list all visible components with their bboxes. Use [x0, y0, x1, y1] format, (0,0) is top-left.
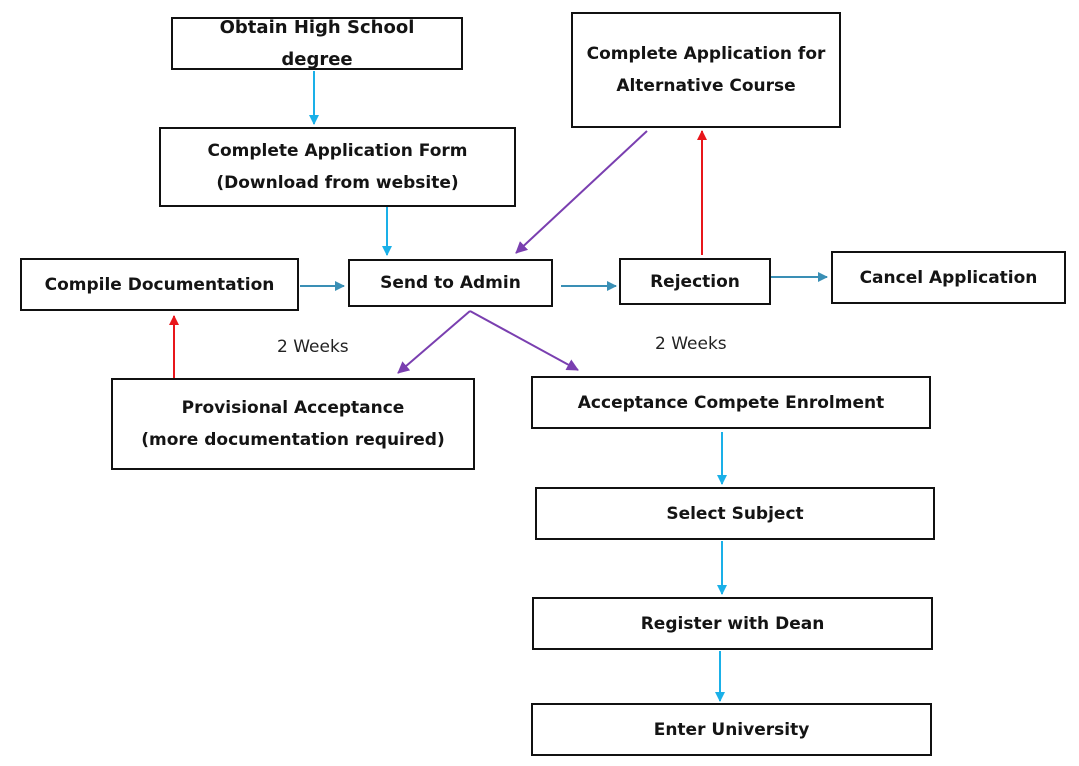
arrow-admin-to-acceptance — [469, 310, 579, 371]
node-application-form: Complete Application Form (Download from… — [159, 127, 516, 207]
node-enter-university: Enter University — [531, 703, 932, 756]
arrow-alt-course-to-admin — [515, 130, 648, 254]
node-cancel-application: Cancel Application — [831, 251, 1066, 304]
node-rejection-label: Rejection — [650, 271, 740, 292]
node-obtain-degree-label: Obtain High School degree — [219, 16, 415, 70]
node-register-dean: Register with Dean — [532, 597, 933, 650]
node-compile-docs: Compile Documentation — [20, 258, 299, 311]
node-provisional-line1: Provisional Acceptance — [181, 398, 405, 418]
node-acceptance: Acceptance Compete Enrolment — [531, 376, 931, 429]
node-provisional: Provisional Acceptance (more documentati… — [111, 378, 475, 470]
node-send-admin-label: Send to Admin — [380, 273, 521, 293]
node-application-form-line2: (Download from website) — [216, 173, 459, 193]
node-alt-course-line1: Complete Application for — [586, 44, 826, 64]
node-select-subject: Select Subject — [535, 487, 935, 540]
node-send-admin: Send to Admin — [348, 259, 553, 307]
node-obtain-degree: Obtain High School degree — [171, 17, 463, 70]
arrow-admin-to-provisional — [397, 310, 471, 374]
node-register-dean-label: Register with Dean — [640, 613, 825, 634]
node-application-form-line1: Complete Application Form — [207, 141, 468, 161]
node-alt-course: Complete Application for Alternative Cou… — [571, 12, 841, 128]
weeks-note-right: 2 Weeks — [655, 334, 727, 354]
node-rejection: Rejection — [619, 258, 771, 305]
node-alt-course-line2: Alternative Course — [616, 76, 796, 96]
node-acceptance-label: Acceptance Compete Enrolment — [577, 392, 885, 413]
node-compile-docs-label: Compile Documentation — [44, 274, 275, 295]
node-select-subject-label: Select Subject — [666, 503, 804, 524]
node-enter-university-label: Enter University — [653, 719, 810, 740]
weeks-note-left: 2 Weeks — [277, 337, 349, 357]
node-provisional-line2: (more documentation required) — [141, 430, 445, 450]
node-cancel-application-label: Cancel Application — [859, 267, 1038, 288]
